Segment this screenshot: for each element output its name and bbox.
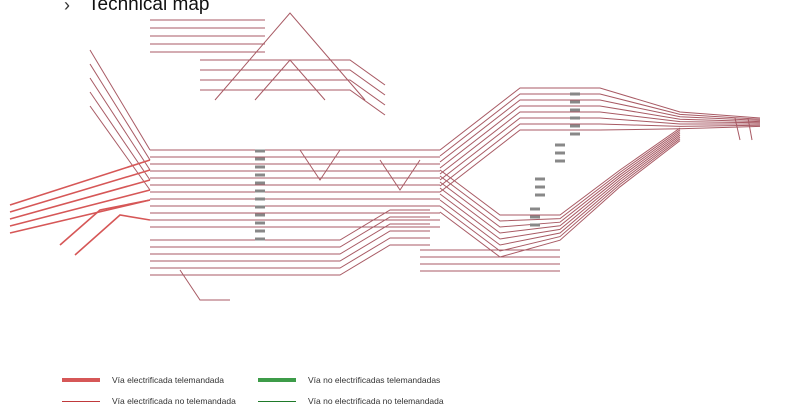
- approach-track: [89, 63, 151, 161]
- track-label-mark: [255, 149, 265, 153]
- track-label-mark: [255, 165, 265, 169]
- electrified-track: [9, 189, 151, 227]
- yard-track: [150, 244, 430, 276]
- electrified-track: [74, 214, 151, 256]
- track-label-mark: [570, 132, 580, 136]
- legend-label: Vía electrificada telemandada: [112, 375, 224, 385]
- track-label-mark: [530, 207, 540, 211]
- legend-item-electrified-telecontrolled: Vía electrificada telemandada: [62, 375, 224, 385]
- station-track: [439, 111, 761, 175]
- yard-track: [150, 216, 430, 248]
- legend-swatch: [258, 400, 296, 402]
- electrified-track: [59, 199, 151, 246]
- yard-track: [200, 89, 386, 116]
- track-label-mark: [255, 221, 265, 225]
- track-label-mark: [535, 177, 545, 181]
- track-label-mark: [535, 193, 545, 197]
- track-labels: [255, 92, 580, 241]
- chevron-right-icon[interactable]: ›: [64, 0, 70, 15]
- approach-track: [89, 49, 151, 151]
- electrified-track: [9, 169, 151, 213]
- map-legend: Vía electrificada telemandada Vía electr…: [0, 360, 796, 410]
- crossover: [299, 149, 341, 181]
- page-title: Technical map: [88, 0, 210, 15]
- station-track: [439, 105, 761, 169]
- track-label-mark: [255, 189, 265, 193]
- station-track: [439, 87, 761, 151]
- station-track: [439, 129, 681, 222]
- station-track: [439, 125, 761, 193]
- station-track: [439, 132, 681, 234]
- track-label-mark: [530, 215, 540, 219]
- track-map-diagram: [9, 12, 761, 301]
- track-label-mark: [530, 223, 540, 227]
- track-label-mark: [255, 157, 265, 161]
- station-track: [439, 134, 681, 240]
- station-track: [439, 117, 760, 181]
- legend-swatch: [62, 400, 100, 402]
- yard-track: [200, 69, 386, 96]
- station-track: [439, 99, 761, 163]
- approach-track: [89, 77, 151, 171]
- legend-swatch: [258, 378, 296, 382]
- legend-item-non-electrified-non-telecontrolled: Vía no electrificada no telemandada: [258, 396, 444, 406]
- legend-item-non-electrified-telecontrolled: Vía no electrificadas telemandadas: [258, 375, 440, 385]
- track-label-mark: [255, 229, 265, 233]
- station-track: [439, 131, 681, 228]
- legend-label: Vía no electrificadas telemandadas: [308, 375, 441, 385]
- electrified-track: [9, 159, 151, 206]
- track-label-mark: [255, 213, 265, 217]
- legend-label: Vía no electrificada no telemandada: [308, 396, 444, 406]
- track-label-mark: [570, 108, 580, 112]
- station-track: [439, 140, 681, 258]
- station-track: [439, 127, 681, 216]
- crossover: [379, 159, 421, 191]
- track-label-mark: [255, 197, 265, 201]
- track-lines: [89, 12, 761, 301]
- track-label-mark: [555, 151, 565, 155]
- yard-track: [150, 237, 430, 269]
- legend-swatch: [62, 378, 100, 382]
- yard-track: [200, 79, 386, 106]
- yard-track: [150, 230, 430, 262]
- track-label-mark: [255, 237, 265, 241]
- track-label-mark: [570, 92, 580, 96]
- track-line: [747, 117, 753, 141]
- track-label-mark: [570, 124, 580, 128]
- legend-label: Vía electrificada no telemandada: [112, 396, 236, 406]
- track-line: [734, 117, 741, 141]
- station-track: [439, 93, 761, 157]
- crossover: [179, 269, 230, 301]
- track-label-mark: [570, 116, 580, 120]
- approach-track: [89, 105, 151, 191]
- track-label-mark: [555, 143, 565, 147]
- electrified-telecontrolled-tracks: [9, 159, 151, 256]
- station-track: [439, 138, 681, 252]
- yard-track: [150, 209, 430, 241]
- legend-item-electrified-non-telecontrolled: Vía electrificada no telemandada: [62, 396, 236, 406]
- yard-track: [200, 59, 386, 86]
- electrified-track: [9, 179, 151, 220]
- track-line: [214, 12, 366, 101]
- track-label-mark: [555, 159, 565, 163]
- track-label-mark: [570, 100, 580, 104]
- page-header: › Technical map: [0, 0, 796, 24]
- yard-track: [150, 223, 430, 255]
- station-track: [439, 136, 681, 246]
- track-label-mark: [255, 205, 265, 209]
- track-label-mark: [255, 173, 265, 177]
- station-track: [439, 123, 761, 187]
- track-label-mark: [255, 181, 265, 185]
- electrified-track: [9, 199, 151, 234]
- track-label-mark: [535, 185, 545, 189]
- approach-track: [89, 91, 151, 181]
